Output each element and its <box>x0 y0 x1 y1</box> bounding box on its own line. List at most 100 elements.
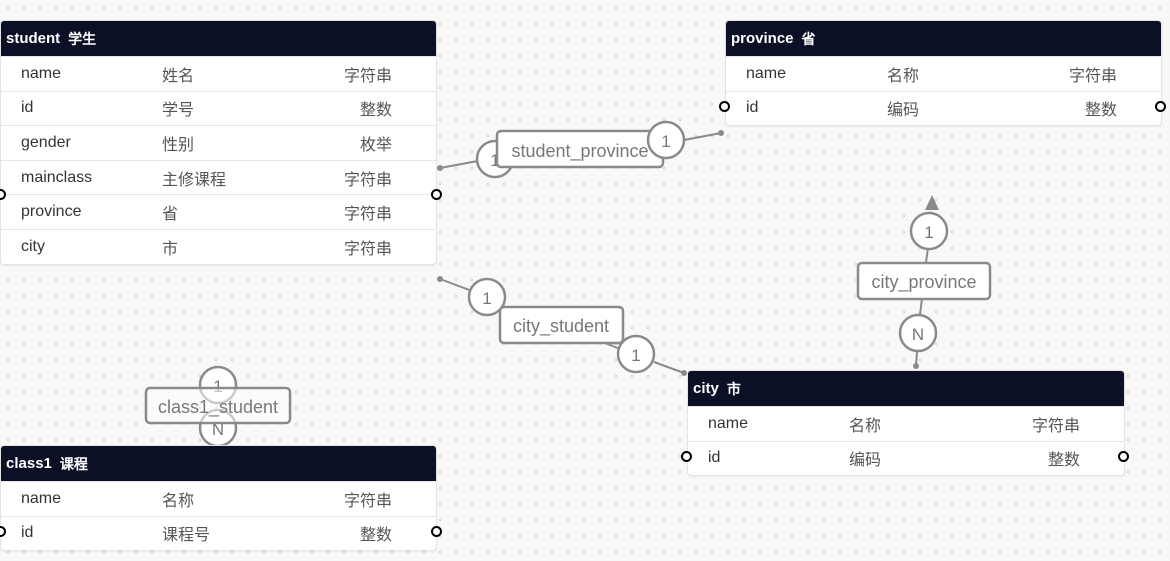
field-name: id <box>21 99 34 117</box>
field-row[interactable]: name 名称 字符串 <box>726 56 1161 91</box>
student-province-endpoint-right <box>718 130 724 136</box>
field-row[interactable]: name 名称 字符串 <box>1 481 436 516</box>
field-name: province <box>21 203 82 221</box>
student-province-link-right <box>683 132 722 141</box>
city-province-relation[interactable]: 1 city_province N <box>856 211 992 353</box>
field-type: 整数 <box>359 102 392 120</box>
table-name: city <box>693 380 719 397</box>
field-comment: 课程号 <box>162 527 211 545</box>
field-type: 字符串 <box>343 240 392 258</box>
connection-port[interactable] <box>0 526 6 537</box>
table-class1[interactable]: class1 课程 name 名称 字符串 id 课程号 整数 <box>0 445 437 552</box>
connection-port[interactable] <box>1155 101 1166 112</box>
field-type: 字符串 <box>1031 417 1080 435</box>
field-comment: 主修课程 <box>162 171 227 189</box>
table-province[interactable]: province 省 name 名称 字符串 id 编码 整数 <box>725 20 1162 127</box>
field-type: 整数 <box>1047 452 1080 470</box>
card-text: N <box>912 325 924 344</box>
field-comment: 名称 <box>162 492 195 510</box>
city-province-link-mid <box>925 247 929 263</box>
field-comment: 名称 <box>849 417 882 435</box>
field-comment: 编码 <box>887 102 920 120</box>
relation-label: city_student <box>513 316 609 337</box>
field-comment: 姓名 <box>162 67 195 85</box>
relation-label: student_province <box>511 141 648 162</box>
field-type: 字符串 <box>343 67 392 85</box>
field-name: name <box>21 64 62 82</box>
field-name: name <box>746 64 787 82</box>
field-row[interactable]: province 省 字符串 <box>1 194 436 229</box>
field-type: 字符串 <box>343 492 392 510</box>
relation-label-box <box>144 386 292 425</box>
field-comment: 性别 <box>162 136 195 154</box>
class1-student-relation[interactable]: N 1 class1_student <box>144 365 292 448</box>
field-type: 字符串 <box>1068 67 1117 85</box>
field-comment: 市 <box>162 240 179 258</box>
card-text: 1 <box>482 289 491 308</box>
field-name: name <box>21 489 62 507</box>
field-row[interactable]: mainclass 主修课程 字符串 <box>1 159 436 195</box>
card-text: N <box>212 420 224 439</box>
card-circle <box>467 277 507 317</box>
table-student[interactable]: student 学生 name 姓名 字符串 id 学号 整数 gender 性… <box>0 20 437 265</box>
table-comment: 市 <box>726 380 741 397</box>
connection-port[interactable] <box>431 189 442 200</box>
city-student-endpoint-bottom <box>681 370 687 376</box>
city-student-link-top <box>439 278 473 292</box>
relation-label: class1_student <box>158 397 278 418</box>
table-header[interactable]: class1 课程 <box>1 446 436 481</box>
card-circle <box>909 211 949 251</box>
field-row[interactable]: id 编码 整数 <box>726 90 1161 126</box>
table-name: province <box>731 30 794 47</box>
field-name: id <box>746 99 759 117</box>
relation-label-box <box>856 261 992 301</box>
field-row[interactable]: name 名称 字符串 <box>688 406 1124 441</box>
student-province-link-left <box>439 160 479 169</box>
table-header[interactable]: student 学生 <box>1 21 436 56</box>
field-comment: 学号 <box>162 102 195 120</box>
city-student-relation[interactable]: 1 city_student 1 <box>467 277 656 374</box>
card-text: 1 <box>213 377 222 396</box>
relation-label: city_province <box>871 272 976 293</box>
field-row[interactable]: id 编码 整数 <box>688 440 1124 476</box>
field-row[interactable]: id 课程号 整数 <box>1 515 436 551</box>
arrowhead-icon <box>925 195 939 210</box>
table-header[interactable]: city 市 <box>688 371 1124 406</box>
field-type: 枚举 <box>359 136 392 154</box>
card-circle <box>898 313 938 353</box>
city-student-link-bottom <box>653 361 685 374</box>
connection-port[interactable] <box>719 101 730 112</box>
relation-label-box <box>498 305 625 345</box>
student-province-relation[interactable]: 1 student_province 1 <box>475 120 686 179</box>
field-row[interactable]: name 姓名 字符串 <box>1 56 436 91</box>
table-city[interactable]: city 市 name 名称 字符串 id 编码 整数 <box>687 370 1125 477</box>
connection-port[interactable] <box>1118 451 1129 462</box>
table-header[interactable]: province 省 <box>726 21 1161 56</box>
field-type: 整数 <box>1084 102 1117 120</box>
field-name: id <box>708 449 721 467</box>
field-name: gender <box>21 133 71 151</box>
table-comment: 课程 <box>59 455 88 472</box>
field-comment: 名称 <box>887 67 920 85</box>
connection-port[interactable] <box>0 189 6 200</box>
field-comment: 编码 <box>849 452 882 470</box>
field-name: name <box>708 414 749 432</box>
field-row[interactable]: gender 性别 枚举 <box>1 125 436 160</box>
table-name: student <box>6 30 61 47</box>
card-circle <box>646 120 686 160</box>
city-province-link-mid2 <box>919 297 923 316</box>
card-text: 1 <box>490 151 499 170</box>
card-text: 1 <box>661 132 670 151</box>
connection-port[interactable] <box>681 451 692 462</box>
field-row[interactable]: id 学号 整数 <box>1 90 436 126</box>
table-comment: 省 <box>801 30 816 47</box>
field-name: id <box>21 524 34 542</box>
city-student-endpoint-top <box>437 276 443 282</box>
field-type: 字符串 <box>343 171 392 189</box>
field-row[interactable]: city 市 字符串 <box>1 228 436 264</box>
student-province-endpoint-left <box>437 165 443 171</box>
connection-port[interactable] <box>431 526 442 537</box>
field-type: 字符串 <box>343 206 392 224</box>
